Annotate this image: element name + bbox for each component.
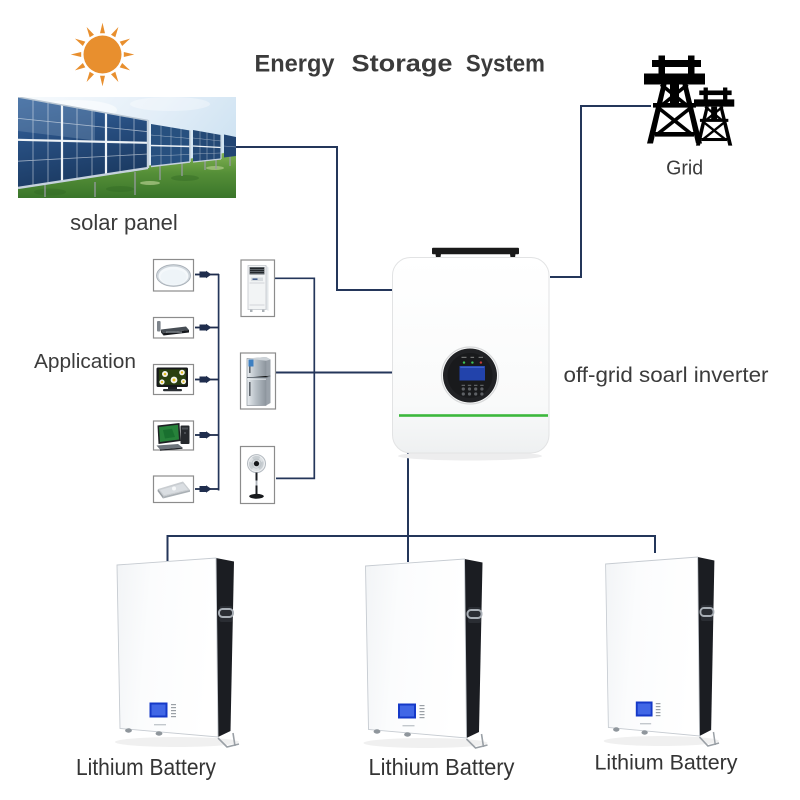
svg-text:Lithium Battery: Lithium Battery [76, 754, 216, 780]
svg-text:Lithium Battery: Lithium Battery [369, 754, 515, 780]
svg-text:Energy: Energy [255, 50, 335, 77]
svg-text:off-grid soarl inverter: off-grid soarl inverter [564, 364, 769, 387]
svg-text:Lithium Battery: Lithium Battery [595, 752, 739, 775]
svg-text:Application: Application [34, 351, 136, 373]
svg-text:Storage: Storage [352, 50, 453, 77]
svg-text:System: System [466, 50, 545, 77]
svg-text:solar panel: solar panel [70, 210, 178, 235]
svg-text:Grid: Grid [666, 158, 703, 180]
